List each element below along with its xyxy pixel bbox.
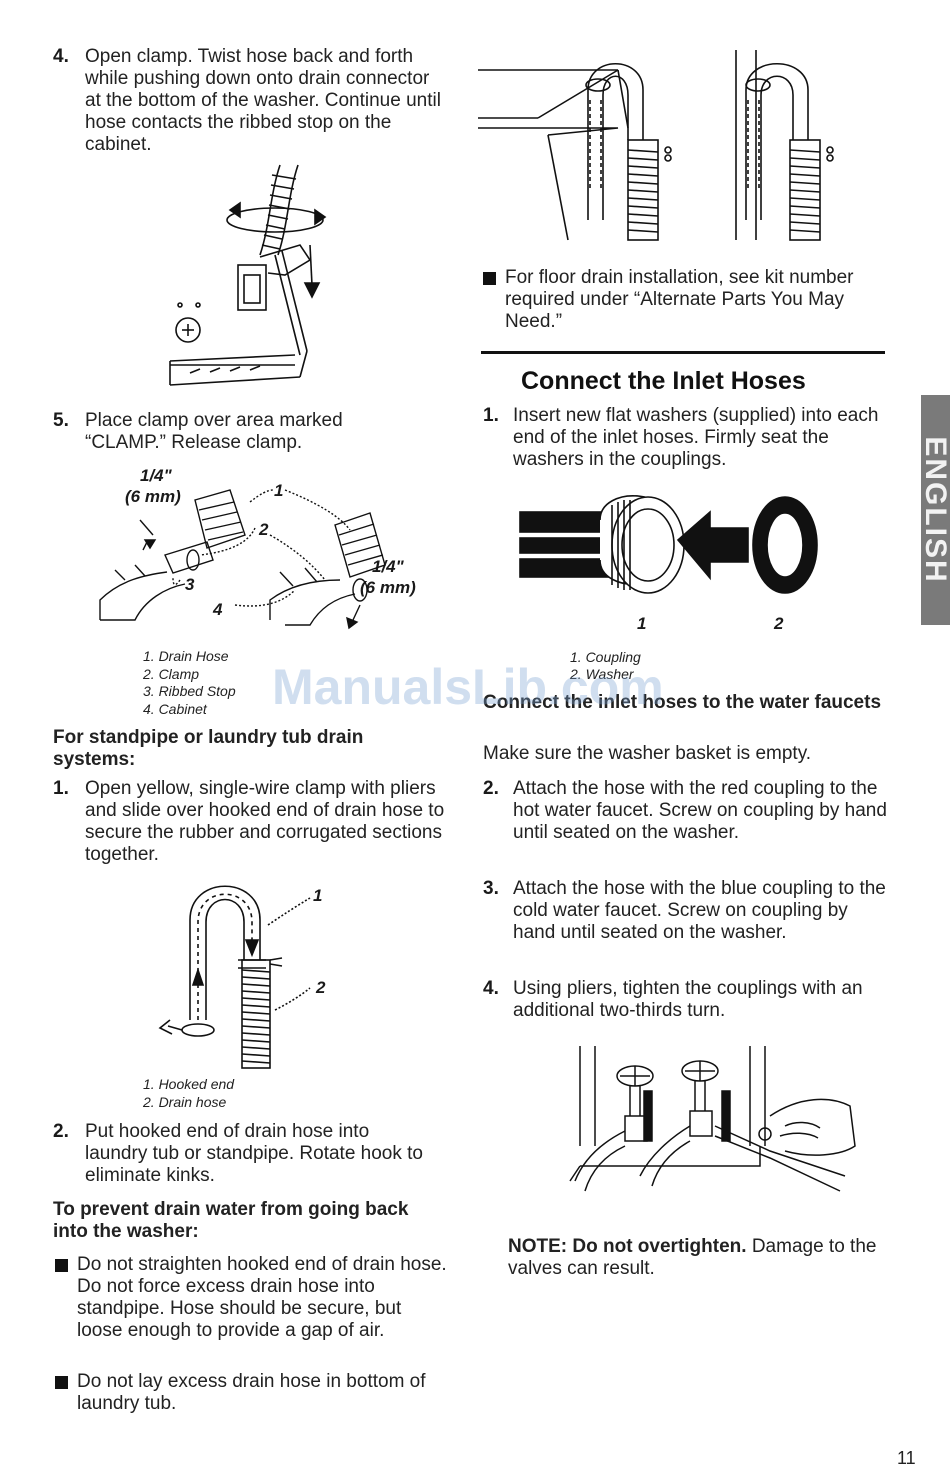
- hooked-hose-figure: [158, 885, 311, 1069]
- bullet-2-text: Do not lay excess drain hose in bottom o…: [77, 1371, 426, 1414]
- standpipe-heading: For standpipe or laundry tub drain syste…: [53, 727, 364, 770]
- washer-legend-1: 1. Coupling: [570, 649, 641, 665]
- step-5-number: 5.: [53, 410, 69, 431]
- washer-callout-1: 1: [637, 614, 647, 633]
- standpipe-step-2-number: 2.: [53, 1121, 69, 1142]
- standpipe-step-1-text: Open yellow, single-wire clamp with plie…: [85, 778, 445, 865]
- bullet-square-1: [55, 1259, 68, 1272]
- clamp-legend-3: 3. Ribbed Stop: [143, 683, 236, 699]
- inlet-step-4-text: Using pliers, tighten the couplings with…: [513, 978, 863, 1021]
- standpipe-step-1-number: 1.: [53, 778, 69, 799]
- clamp-legend-2: 2. Clamp: [143, 665, 200, 682]
- dim-label-2-unit: (6 mm): [360, 578, 416, 597]
- inlet-step-1-number: 1.: [483, 405, 499, 426]
- hose-twist-figure: [169, 164, 327, 386]
- step-4-number: 4.: [53, 46, 69, 67]
- standpipe-step-2-text: Put hooked end of drain hose into laundr…: [85, 1121, 424, 1186]
- section-divider: [481, 351, 885, 354]
- prevent-heading: To prevent drain water from going back i…: [53, 1199, 409, 1242]
- coupling-washer-figure: [519, 495, 818, 594]
- clamp-legend-1: 1. Drain Hose: [143, 648, 229, 664]
- washer-callout-2: 2: [774, 614, 784, 633]
- callout-2: 2: [259, 520, 269, 539]
- callout-1: 1: [274, 481, 284, 500]
- faucet-heading: Connect the inlet hoses to the water fau…: [483, 692, 882, 713]
- hook-legend-2: 2. Drain hose: [143, 1094, 227, 1110]
- note-label: NOTE: Do not overtighten.: [508, 1236, 747, 1257]
- inlet-step-2-number: 2.: [483, 778, 499, 799]
- washer-legend-2: 2. Washer: [570, 666, 634, 682]
- note-body: Damage to the valves can result.: [508, 1236, 877, 1279]
- hook-callout-1: 1: [313, 886, 323, 905]
- dim-label-1-value: 1/4": [140, 466, 172, 485]
- page-number: 11: [897, 1448, 916, 1468]
- callout-3: 3: [185, 575, 195, 594]
- bullet-square-2: [55, 1376, 68, 1389]
- callout-4: 4: [213, 600, 223, 619]
- bullet-1-text: Do not straighten hooked end of drain ho…: [77, 1254, 447, 1341]
- section-title: Connect the Inlet Hoses: [521, 367, 806, 395]
- inlet-step-3-text: Attach the hose with the blue coupling t…: [513, 878, 886, 943]
- empty-basket-note: Make sure the washer basket is empty.: [483, 743, 812, 764]
- floor-drain-figure: [478, 50, 834, 241]
- english-side-tab: [921, 395, 950, 625]
- faucet-pliers-figure: [569, 1046, 856, 1192]
- clamp-position-figure: [99, 489, 386, 630]
- hook-callout-2: 2: [316, 978, 326, 997]
- dim-label-1-unit: (6 mm): [125, 487, 181, 506]
- clamp-legend-4: 4. Cabinet: [143, 700, 207, 717]
- overtighten-note: NOTE: Do not overtighten. Damage to the …: [508, 1236, 878, 1280]
- step-5-text: Place clamp over area marked “CLAMP.” Re…: [85, 410, 343, 453]
- manualslib-watermark: ManualsLib.com: [272, 659, 664, 715]
- dim-label-2-value: 1/4": [372, 557, 404, 576]
- inlet-step-2-text: Attach the hose with the red coupling to…: [513, 778, 887, 843]
- inlet-step-4-number: 4.: [483, 978, 499, 999]
- step-4-text: Open clamp. Twist hose back and forth wh…: [85, 46, 441, 155]
- inlet-step-1-text: Insert new flat washers (supplied) into …: [513, 405, 879, 470]
- inlet-step-3-number: 3.: [483, 878, 499, 899]
- floor-drain-text: For floor drain installation, see kit nu…: [505, 267, 854, 332]
- floor-bullet-square: [483, 272, 496, 285]
- english-side-tab-label: ENGLISH: [919, 436, 950, 584]
- hook-legend-1: 1. Hooked end: [143, 1076, 235, 1092]
